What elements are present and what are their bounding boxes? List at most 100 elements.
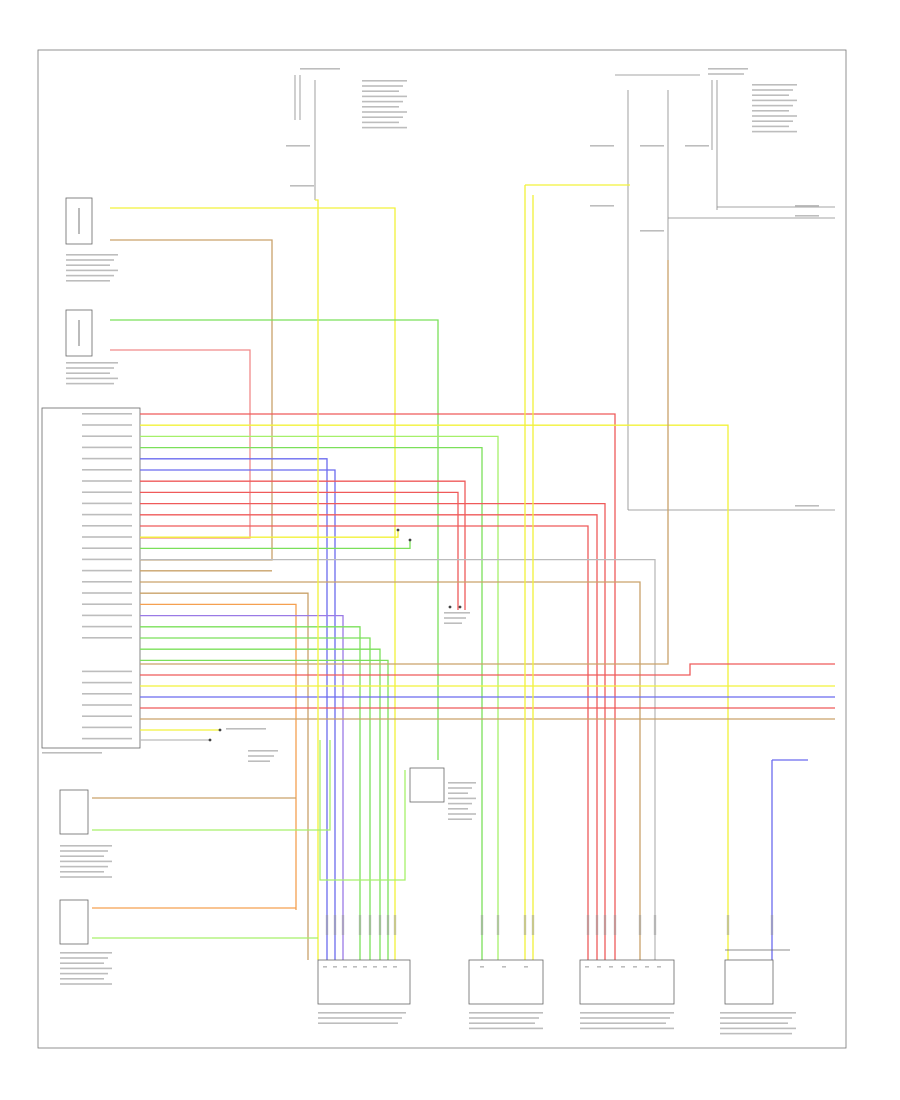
- connector-cap: [341, 915, 345, 935]
- ground-point: [218, 728, 222, 732]
- relay-label-mark: [448, 813, 476, 815]
- connector-cap: [386, 915, 390, 935]
- pin-label-mark: [82, 637, 132, 639]
- wire-pin-13: [140, 540, 411, 550]
- connector-cap: [358, 915, 362, 935]
- sensor-label-mark: [66, 362, 118, 364]
- connector-cap: [770, 915, 774, 935]
- fuse-note-mark: [752, 125, 789, 128]
- fuse-note-mark: [752, 104, 793, 107]
- pin-mark: [609, 966, 613, 968]
- pin-label-mark: [82, 569, 132, 572]
- wire-pin-12: [140, 530, 399, 538]
- pin-mark: [621, 966, 625, 968]
- actuator-label-mark: [580, 1027, 674, 1030]
- sensor-label-mark: [66, 264, 110, 266]
- wire-tag-mark: [685, 145, 709, 147]
- pin-mark: [597, 966, 601, 968]
- pin-label-mark: [82, 681, 132, 684]
- sensor-label-mark: [66, 367, 114, 369]
- connector-cap: [378, 915, 382, 935]
- connector-cap: [531, 915, 535, 935]
- in-car-temperature-sensor: [59, 899, 89, 945]
- pin-label-mark: [82, 670, 132, 673]
- relay-label-mark: [448, 802, 472, 805]
- actuator-label-mark: [580, 1022, 666, 1024]
- relay-label-mark: [448, 818, 472, 820]
- fuse-title-mark: [708, 68, 748, 70]
- fuse-note-mark: [752, 110, 789, 112]
- wire-pin-8: [140, 491, 459, 610]
- connector-cap: [603, 915, 607, 935]
- pin-label-mark: [82, 424, 132, 426]
- actuator-label-mark: [318, 1017, 402, 1019]
- pin-label-mark: [82, 726, 132, 729]
- connector-cap: [333, 915, 337, 935]
- fuse-note-mark: [752, 94, 789, 96]
- wire-pin-10: [140, 514, 598, 960]
- actuator-label-mark: [469, 1017, 539, 1019]
- fuse-note-mark: [362, 80, 407, 82]
- splice-label-mark: [444, 622, 462, 624]
- wire-lower-1: [140, 663, 835, 676]
- pin-label-mark: [82, 614, 132, 617]
- pin-label-mark: [82, 413, 132, 415]
- fuse-note-mark: [362, 106, 399, 108]
- wire-tag-mark: [795, 505, 819, 507]
- wire-pin-20: [140, 626, 361, 960]
- pin-mark: [363, 966, 367, 968]
- fuse-note-mark: [362, 90, 399, 92]
- sensor-label-mark: [66, 254, 118, 256]
- wire-sunload-ground: [110, 349, 251, 539]
- wire-pin-23: [140, 659, 389, 960]
- wire-tag-mark: [290, 185, 314, 187]
- pin-label-mark: [82, 525, 132, 527]
- relay-label-mark: [448, 808, 468, 810]
- wire-pin-5: [140, 458, 328, 960]
- wire-pin-6: [140, 469, 336, 960]
- wire-pin-17: [140, 592, 309, 960]
- sensor-label-mark: [60, 865, 108, 868]
- pin-label-mark: [82, 737, 132, 740]
- evaporator-temperature-sensor: [59, 789, 89, 835]
- connector-cap: [726, 915, 730, 935]
- pin-mark: [353, 966, 357, 968]
- connector-cap: [653, 915, 657, 935]
- sensor-label-mark: [60, 952, 112, 954]
- fuse-note-mark: [752, 84, 797, 86]
- splice-dot: [408, 538, 412, 542]
- pin-label-mark: [82, 704, 132, 706]
- sensor-label-mark: [60, 957, 108, 959]
- pin-label-mark: [82, 581, 132, 583]
- wire-pin-16: [140, 581, 641, 960]
- wire-tag-mark: [286, 145, 310, 147]
- sensor-label-mark: [60, 855, 104, 857]
- fuse-note-mark: [362, 95, 407, 98]
- fuse-note-mark: [362, 121, 399, 124]
- sensor-label-mark: [66, 280, 110, 282]
- pin-mark: [480, 966, 484, 968]
- fuse-note-mark: [752, 89, 793, 91]
- connector-cap: [368, 915, 372, 935]
- pin-label-mark: [82, 491, 132, 493]
- splice-label-mark: [444, 617, 466, 619]
- wire-ambient-sensor: [110, 207, 396, 960]
- wire-pin-3: [140, 435, 499, 960]
- pin-mark: [645, 966, 649, 968]
- wire-ignition-feed: [140, 260, 669, 665]
- pin-mark: [383, 966, 387, 968]
- pin-mark: [393, 966, 397, 968]
- wire-pin-18: [140, 603, 297, 910]
- fuse-note-mark: [362, 85, 403, 87]
- wire-pin-9: [140, 502, 606, 960]
- sunload-sensor: [65, 309, 93, 357]
- pin-mark: [585, 966, 589, 968]
- wire-pin-4: [140, 446, 483, 960]
- actuator-label-mark: [318, 1022, 398, 1024]
- fuse-note-mark: [362, 100, 403, 103]
- wire-tag-mark: [640, 230, 664, 232]
- wire-pin-11: [140, 525, 589, 960]
- pin-label-mark: [82, 603, 132, 605]
- wire-tag-mark: [590, 205, 614, 207]
- sensor-label-mark: [66, 259, 114, 261]
